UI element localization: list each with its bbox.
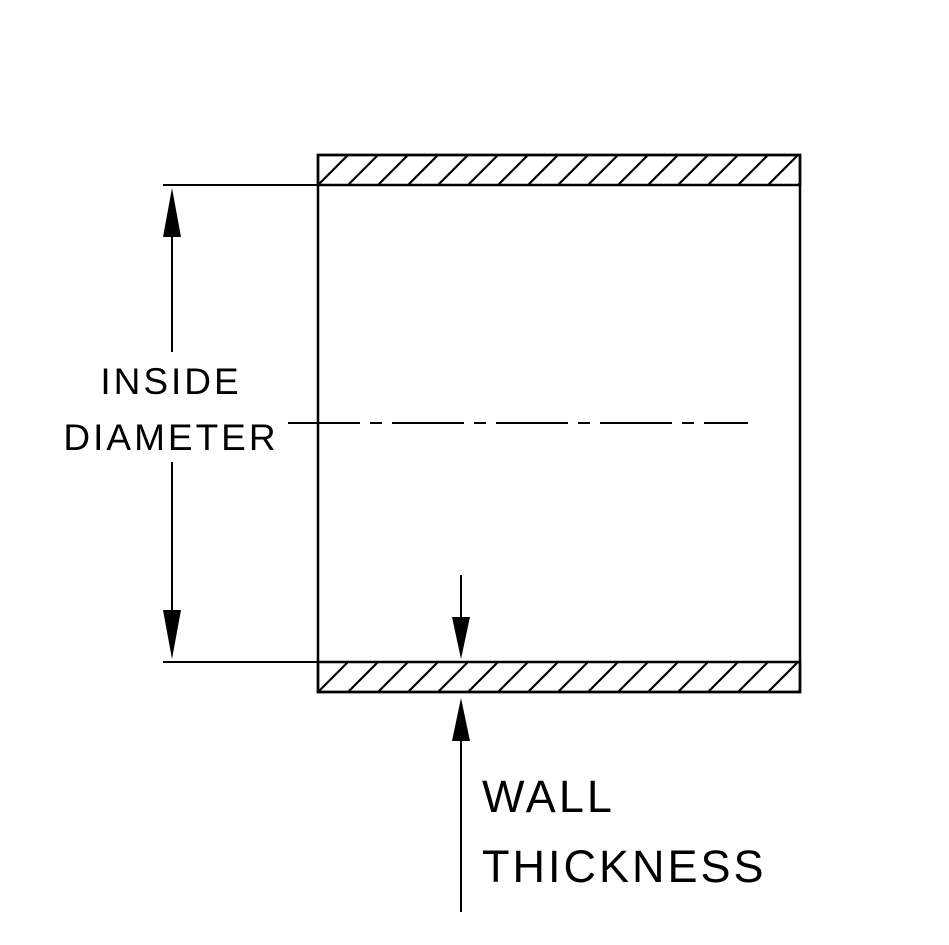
inside-diameter-label-line1: INSIDE (100, 361, 241, 402)
top-wall-hatch (316, 153, 802, 187)
inside-diameter-arrow-down-icon (163, 610, 181, 659)
wall-thickness-label-line2: THICKNESS (482, 841, 767, 892)
wall-thickness-arrow-up-icon (452, 698, 470, 741)
inside-diameter-label-line2: DIAMETER (63, 417, 278, 458)
wall-thickness-arrow-down-icon (452, 617, 470, 659)
bottom-wall-hatch (316, 660, 802, 694)
wall-thickness-label-line1: WALL (482, 771, 615, 822)
inside-diameter-arrow-up-icon (163, 188, 181, 237)
